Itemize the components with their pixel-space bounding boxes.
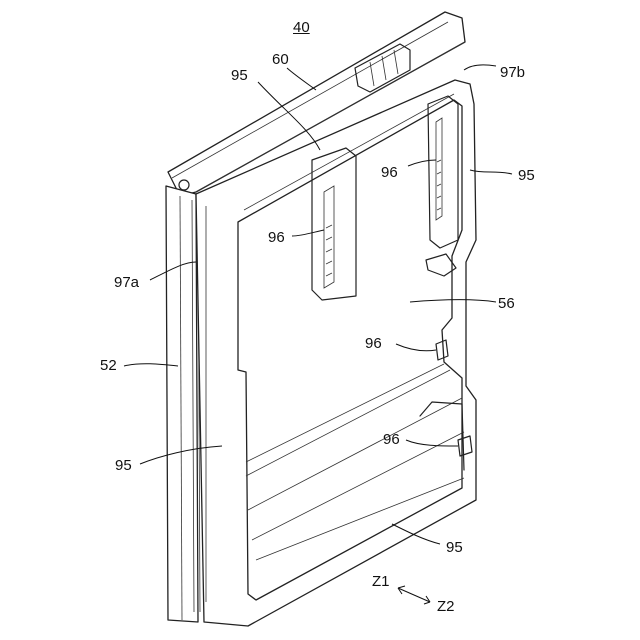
label-60: 60 xyxy=(272,52,289,67)
direction-arrow xyxy=(398,588,430,602)
label-95-right: 95 xyxy=(518,168,535,183)
label-95-left: 95 xyxy=(115,458,132,473)
label-96-low: 96 xyxy=(383,432,400,447)
label-56: 56 xyxy=(498,296,515,311)
label-52: 52 xyxy=(100,358,117,373)
figure-ref-label: 40 xyxy=(293,20,310,35)
label-97a: 97a xyxy=(114,275,139,290)
direction-z1-label: Z1 xyxy=(372,574,390,589)
label-96-left-rail: 96 xyxy=(268,230,285,245)
label-95-top: 95 xyxy=(231,68,248,83)
direction-z2-label: Z2 xyxy=(437,599,455,614)
label-96-upper-left: 96 xyxy=(381,165,398,180)
label-95-bottom: 95 xyxy=(446,540,463,555)
label-97b: 97b xyxy=(500,65,525,80)
label-96-mid: 96 xyxy=(365,336,382,351)
